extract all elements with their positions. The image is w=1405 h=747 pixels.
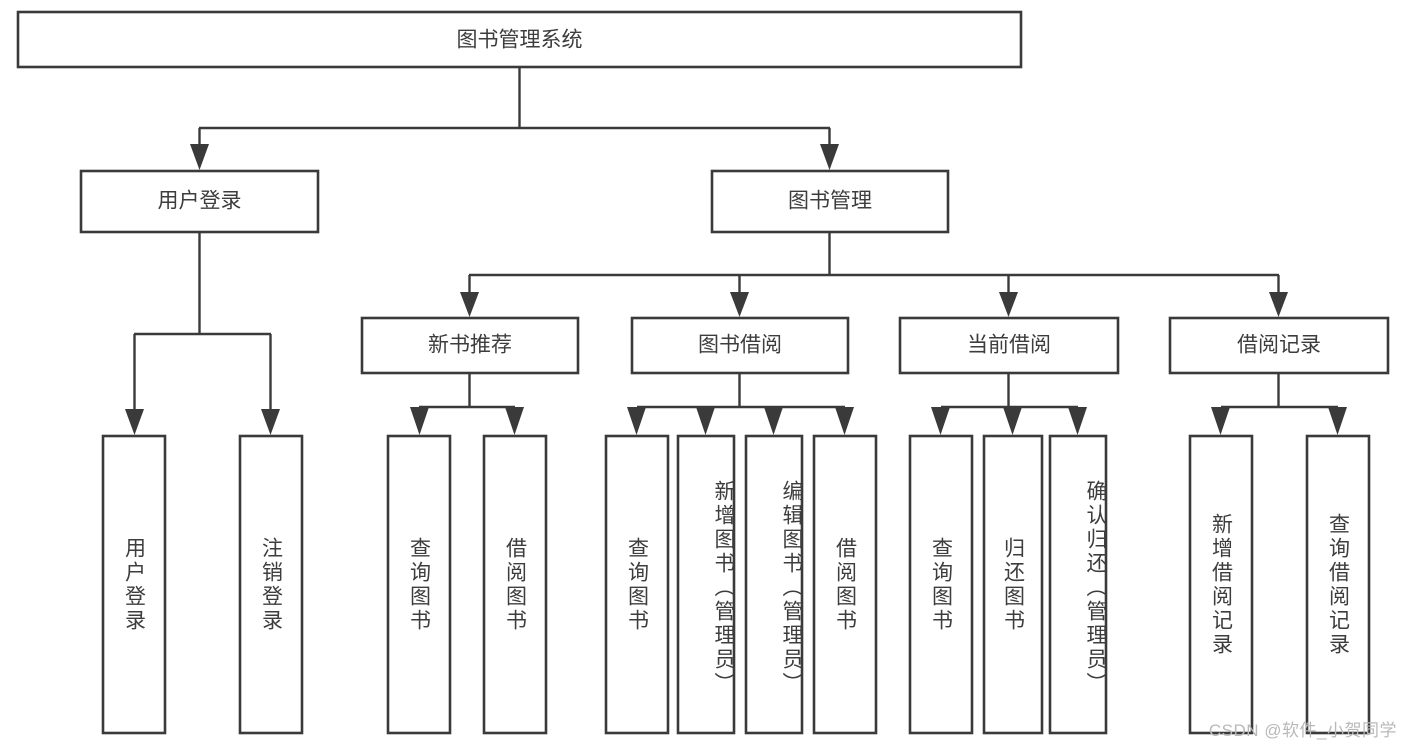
- leaf-query-book-3-box[interactable]: [908, 434, 974, 735]
- arrowhead-bm-to-new-book-rec: [460, 292, 479, 317]
- arrowhead-br-to-query-record: [1328, 407, 1347, 435]
- leaf-borrow-book-2-box[interactable]: [812, 434, 878, 735]
- arrowhead-bb-to-add-book: [696, 407, 715, 435]
- node-current-borrow[interactable]: 当前借阅: [898, 316, 1120, 375]
- node-current-borrow-label: 当前借阅: [967, 334, 1051, 357]
- arrowhead-cb-to-query-book: [931, 407, 950, 435]
- leaf-query-record-box[interactable]: [1305, 434, 1371, 735]
- node-book-management-label: 图书管理: [788, 190, 872, 213]
- leaf-add-record-box[interactable]: [1188, 434, 1254, 735]
- edge-group-book-mgmt: [460, 232, 1288, 317]
- leaf-edit-book-box[interactable]: [744, 434, 804, 735]
- edge-group-book-borrow: [627, 373, 854, 435]
- arrowhead-ul-to-logout-leaf: [261, 409, 280, 435]
- node-borrow-record[interactable]: 借阅记录: [1168, 316, 1390, 375]
- node-root[interactable]: 图书管理系统: [16, 10, 1023, 69]
- arrowhead-bb-to-borrow-book: [835, 407, 854, 435]
- leaf-query-book-2-box[interactable]: [604, 434, 670, 735]
- leaf-add-book-box[interactable]: [676, 434, 736, 735]
- arrowhead-root-to-user-login: [190, 144, 209, 170]
- arrowhead-root-to-book-mgmt: [820, 144, 839, 170]
- arrowhead-bm-to-book-borrow: [730, 292, 749, 317]
- leaf-confirm-return-box[interactable]: [1048, 434, 1108, 735]
- edge-group-user-login: [125, 232, 280, 435]
- node-borrow-record-label: 借阅记录: [1237, 334, 1321, 357]
- node-new-book-recommend-label: 新书推荐: [428, 334, 512, 357]
- arrowhead-cb-to-return-book: [1003, 407, 1022, 435]
- arrowhead-nbr-to-query-book: [410, 407, 429, 435]
- edge-group-new-book-rec: [410, 373, 524, 435]
- node-new-book-recommend-box[interactable]: [360, 316, 580, 375]
- node-borrow-record-box[interactable]: [1168, 316, 1390, 375]
- arrowhead-ul-to-user-login-leaf: [125, 409, 144, 435]
- edge-group-root: [190, 67, 839, 170]
- node-user-login-box[interactable]: [79, 169, 320, 234]
- arrowhead-br-to-add-record: [1211, 407, 1230, 435]
- leaf-logout-box[interactable]: [238, 434, 304, 735]
- arrowhead-cb-to-confirm-return: [1068, 407, 1087, 435]
- leaf-return-book-box[interactable]: [982, 434, 1044, 735]
- leaf-user-login-box[interactable]: [101, 434, 167, 735]
- node-user-login-label: 用户登录: [158, 190, 242, 213]
- node-book-borrow-box[interactable]: [630, 316, 850, 375]
- node-root-label: 图书管理系统: [457, 29, 583, 52]
- edge-group-current-borrow: [931, 373, 1087, 435]
- node-book-borrow[interactable]: 图书借阅: [630, 316, 850, 375]
- leaf-query-book-1-box[interactable]: [386, 434, 452, 735]
- arrowhead-bb-to-edit-book: [764, 407, 783, 435]
- node-book-borrow-label: 图书借阅: [698, 334, 782, 357]
- node-current-borrow-box[interactable]: [898, 316, 1120, 375]
- leaf-borrow-book-1-box[interactable]: [482, 434, 548, 735]
- node-book-management-box[interactable]: [710, 169, 950, 234]
- csdn-watermark: CSDN @软件_小贺同学: [1208, 721, 1397, 740]
- arrowhead-nbr-to-borrow-book: [505, 407, 524, 435]
- arrowhead-bm-to-current-borrow: [999, 292, 1018, 317]
- node-new-book-recommend[interactable]: 新书推荐: [360, 316, 580, 375]
- node-user-login[interactable]: 用户登录: [79, 169, 320, 234]
- arrowhead-bm-to-borrow-record: [1269, 292, 1288, 317]
- arrowhead-bb-to-query-book: [627, 407, 646, 435]
- edge-group-borrow-record: [1211, 373, 1347, 435]
- node-book-management[interactable]: 图书管理: [710, 169, 950, 234]
- node-root-box[interactable]: [16, 10, 1023, 69]
